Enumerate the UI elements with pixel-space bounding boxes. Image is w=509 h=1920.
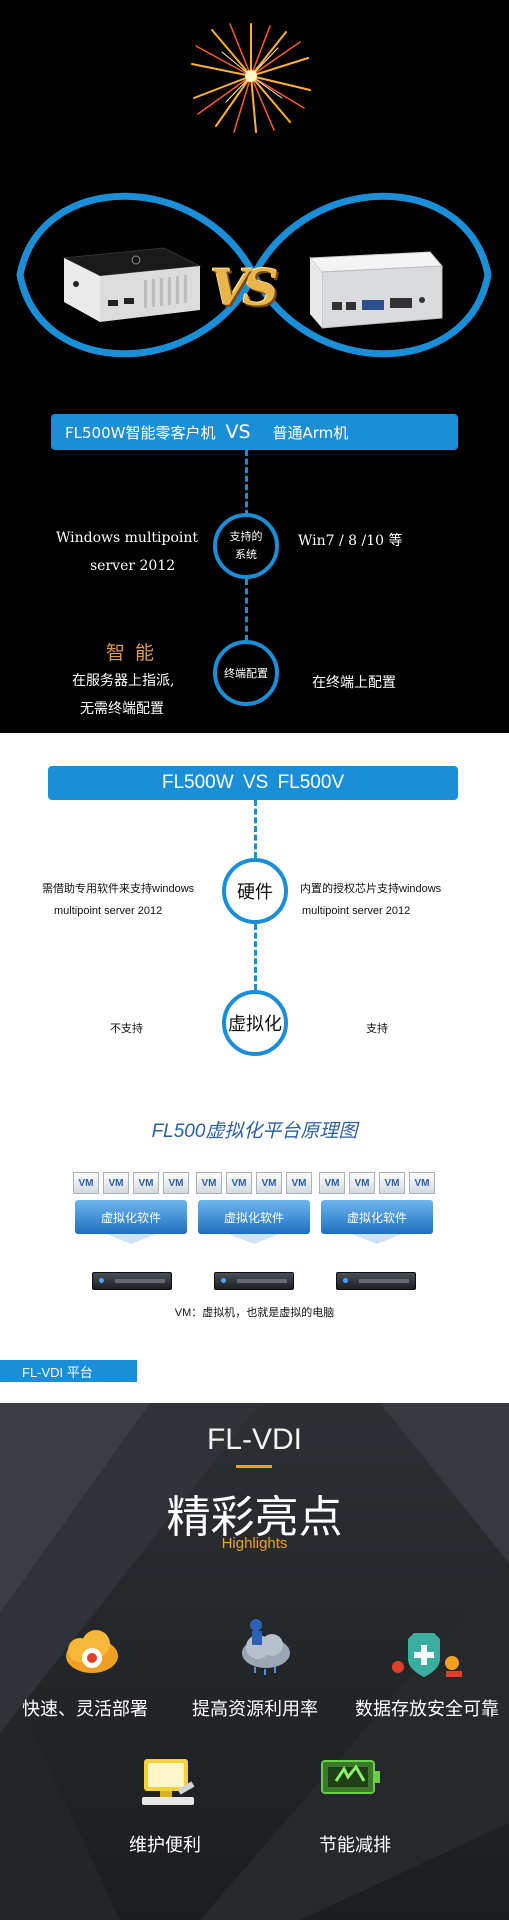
virtualization-software-box: 虚拟化软件 [321,1200,433,1234]
title-underline [236,1465,272,1468]
highlights-subtitle: Highlights [221,1535,288,1552]
connector-line [254,924,257,990]
virtualization-software-box: 虚拟化软件 [198,1200,310,1234]
feature-label-maintenance: 维护便利 [129,1835,201,1855]
connector-line [245,450,248,516]
highlights-title-en: FL-VDI [206,1423,302,1456]
config-left-line-2: 无需终端配置 [80,701,164,717]
feature-label-resource: 提高资源利用率 [192,1699,318,1719]
circle-label: 虚拟化 [228,1014,282,1035]
circle-line-2: 系统 [235,548,257,561]
vm-box: VM [409,1172,435,1194]
vm-box: VM [379,1172,405,1194]
feature-label-energy: 节能减排 [319,1835,391,1855]
os-right-text: Win7 / 8 /10 等 [298,533,403,549]
virtualization-software-box: 虚拟化软件 [75,1200,187,1234]
comparison-bar-arm: FL500W智能零客户机 VS 普通Arm机 [51,414,458,450]
comparison-arm-section: VS FL500W智能零客户机 VS 普通Arm机 支持的 系统 终端配置 Wi… [0,0,509,733]
vm-box: VM [319,1172,345,1194]
vs-logo: VS [210,258,279,317]
os-left-line-2: server 2012 [90,558,176,574]
vm-box: VM [286,1172,312,1194]
vm-box: VM [103,1172,129,1194]
vm-box: VM [133,1172,159,1194]
computer-tools-icon [142,1759,195,1805]
os-left-line-1: Windows multipoint [56,530,199,546]
bar-left-label: FL500W智能零客户机 [65,423,216,442]
vm-note: VM：虚拟机，也就是虚拟的电脑 [174,1307,335,1319]
connector-line [245,579,248,641]
circle-line-1: 支持的 [229,530,263,543]
fireworks-icon [191,23,311,133]
vm-box: VM [349,1172,375,1194]
server-icon [92,1272,172,1290]
server-icon [336,1272,416,1290]
highlights-title-cn: 精彩亮点 [166,1493,343,1542]
circle-supported-os: 支持的 系统 [213,513,279,579]
hardware-left-line-2: multipoint server 2012 [54,905,163,917]
feature-label-security: 数据存放安全可靠 [355,1699,499,1719]
vm-box: VM [226,1172,252,1194]
section-tag: FL-VDI 平台 [0,1360,137,1382]
feature-label-deploy: 快速、灵活部署 [22,1699,148,1719]
virtualization-left-text: 不支持 [110,1023,143,1035]
highlights-section: FL-VDI 精彩亮点 Highlights 快速、 [0,1403,509,1920]
bar-right-label: 普通Arm机 [272,423,349,442]
arm-device-image [308,251,444,329]
config-left-line-1: 在服务器上指派, [72,673,175,689]
vm-box: VM [196,1172,222,1194]
vm-box: VM [163,1172,189,1194]
vm-box: VM [73,1172,99,1194]
circle-virtualization: 虚拟化 [222,990,288,1056]
hardware-left-line-1: 需借助专用软件来支持windows [42,883,195,895]
virtualization-right-text: 支持 [366,1023,388,1035]
vm-box: VM [256,1172,282,1194]
server-icon [214,1272,294,1290]
diagram-title: FL500虚拟化平台原理图 [151,1121,358,1142]
circle-label: 终端配置 [224,667,268,680]
fl500w-device-image [62,247,202,322]
comparison-bar-fl500v: FL500W VS FL500V [48,766,458,800]
bar-vs-label: VS [225,421,251,443]
config-right-text: 在终端上配置 [312,675,396,691]
cloud-worker-icon [242,1619,290,1675]
shield-lab-icon [392,1633,462,1677]
circle-label: 硬件 [237,882,273,903]
eco-battery-icon [321,1760,380,1794]
cloud-gear-icon [66,1630,118,1673]
connector-line [254,800,257,858]
circle-hardware: 硬件 [222,858,288,924]
infinity-loop-graphic [16,192,492,358]
hardware-right-line-2: multipoint server 2012 [302,905,411,917]
hardware-right-line-1: 内置的授权芯片支持windows [300,883,442,895]
circle-terminal-config: 终端配置 [213,640,279,706]
smart-title: 智 能 [106,642,157,664]
